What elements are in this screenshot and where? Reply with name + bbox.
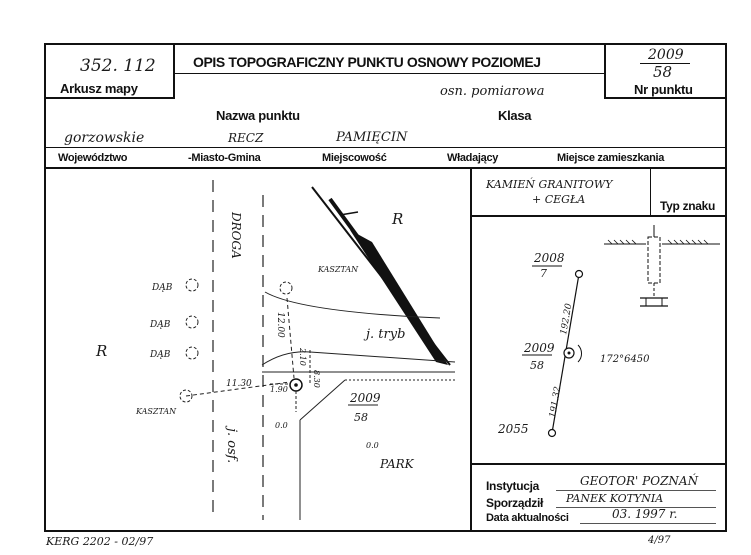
institution-value: GEOTOR' POZNAŃ bbox=[580, 474, 699, 488]
park-corner bbox=[299, 379, 346, 421]
right-col-left bbox=[470, 168, 472, 532]
place-label: Miejscowość bbox=[322, 152, 387, 164]
r-top: R bbox=[391, 210, 403, 228]
hedge-fill bbox=[350, 230, 448, 365]
dist-11-30: 11.30 bbox=[226, 379, 252, 389]
p3-label: 2055 bbox=[497, 422, 529, 436]
form-code: KERG 2202 - 02/97 bbox=[46, 535, 154, 548]
point-name-value: osn. pomiarowa bbox=[440, 84, 545, 99]
location-rule-top bbox=[44, 147, 727, 148]
point-number-label: Nr punktu bbox=[634, 82, 693, 97]
dist-1-90: 1.90 bbox=[270, 385, 288, 394]
author-value: PANEK KOTYNIA bbox=[566, 492, 664, 505]
road-label: DROGA bbox=[229, 211, 243, 259]
p1-bottom: 7 bbox=[540, 267, 547, 280]
dist-8-30: 8.30 bbox=[312, 370, 321, 388]
sheet-box-right bbox=[173, 43, 175, 99]
sheet-box-bottom bbox=[44, 97, 175, 99]
form-date: 4/97 bbox=[648, 535, 671, 546]
dist-lower: 191.32 bbox=[548, 386, 563, 419]
parcel-line-lower bbox=[261, 351, 456, 366]
place-value: PAMIĘCIN bbox=[336, 130, 408, 145]
sketch-point-top: 2009 bbox=[349, 391, 381, 405]
point-name-label: Nazwa punktu bbox=[216, 108, 300, 123]
point-diagram: 2008 7 2009 58 2055 192.20 191.32 172°64… bbox=[497, 225, 720, 438]
p2-bottom: 58 bbox=[530, 359, 544, 372]
voivodeship-label: Województwo bbox=[58, 152, 128, 164]
owner-label: Władający bbox=[447, 152, 499, 164]
form-title: OPIS TOPOGRAFICZNY PUNKTU OSNOWY POZIOME… bbox=[193, 54, 541, 70]
r-left: R bbox=[95, 342, 107, 360]
footer-box-top bbox=[470, 463, 727, 465]
angle-value: 172°6450 bbox=[600, 354, 650, 365]
chestnut-label-2: KASZTAN bbox=[317, 265, 359, 274]
sketch-point-bottom: 58 bbox=[354, 411, 368, 424]
p2-top: 2009 bbox=[523, 341, 555, 355]
point-number-bottom: 58 bbox=[653, 63, 673, 81]
p1-top: 2008 bbox=[533, 251, 565, 265]
author-label: Sporządził bbox=[486, 496, 544, 510]
dist-0-0-a: 0.0 bbox=[275, 421, 288, 430]
chestnut-label-1: KASZTAN bbox=[135, 407, 177, 416]
point-number-top: 2009 bbox=[648, 47, 684, 63]
oak-label-1: DĄB bbox=[151, 283, 173, 293]
angle-arc bbox=[577, 344, 582, 363]
mark-type-label: Typ znaku bbox=[660, 199, 716, 213]
nr-box-left bbox=[604, 43, 606, 99]
parcel-line-upper bbox=[264, 291, 441, 319]
dist-12-00: 12.00 bbox=[275, 312, 285, 338]
institution-label: Instytucja bbox=[486, 479, 540, 493]
title-underline bbox=[175, 73, 604, 74]
frame-top bbox=[44, 43, 727, 45]
dist-2-10: 2.10 bbox=[298, 347, 307, 366]
date-label: Data aktualności bbox=[486, 512, 569, 524]
city-value: RECZ bbox=[228, 131, 264, 145]
chestnut-1-icon bbox=[179, 389, 193, 403]
date-value: 03. 1997 r. bbox=[612, 507, 678, 521]
oak-1-icon bbox=[185, 278, 199, 292]
sheet-label: Arkusz mapy bbox=[60, 81, 138, 96]
oak-label-2: DĄB bbox=[149, 320, 171, 330]
city-label: -Miasto-Gmina bbox=[188, 152, 261, 164]
frame-right bbox=[725, 43, 727, 532]
nr-box-bottom bbox=[604, 97, 727, 99]
measure-line-2 bbox=[286, 297, 295, 379]
voivodeship-value: gorzowskie bbox=[64, 130, 145, 146]
mark-type-divider bbox=[650, 168, 651, 216]
dist-upper: 192.20 bbox=[559, 303, 574, 336]
mark-cross-section bbox=[604, 225, 720, 307]
mark-type-text-2: + CEGŁA bbox=[532, 193, 586, 206]
frame-left bbox=[44, 43, 46, 532]
oak-3-icon bbox=[185, 346, 199, 360]
park-label: PARK bbox=[379, 457, 415, 471]
oak-2-icon bbox=[185, 315, 199, 329]
point-2055-icon bbox=[547, 428, 557, 438]
point-2008-7-icon bbox=[574, 269, 584, 279]
dist-0-0-b: 0.0 bbox=[366, 441, 379, 450]
point-number-fraction bbox=[640, 63, 690, 64]
road-label-2: j. osf. bbox=[224, 425, 239, 463]
mark-type-text-1: KAMIEŃ GRANITOWY bbox=[486, 178, 613, 191]
location-rule-bottom bbox=[44, 167, 727, 169]
mark-box-bottom bbox=[470, 215, 727, 217]
class-label: Klasa bbox=[498, 108, 532, 123]
chestnut-2-icon bbox=[279, 281, 293, 295]
location-sketch: DROGA j. osf. R R DĄB DĄB DĄB KASZTAN KA… bbox=[95, 180, 456, 520]
sheet-number: 352. 112 bbox=[80, 56, 156, 76]
residence-label: Miejsce zamieszkania bbox=[557, 152, 665, 164]
oak-label-3: DĄB bbox=[149, 350, 171, 360]
gravel-label: j. tryb bbox=[363, 327, 405, 342]
frame-bottom bbox=[44, 530, 727, 532]
